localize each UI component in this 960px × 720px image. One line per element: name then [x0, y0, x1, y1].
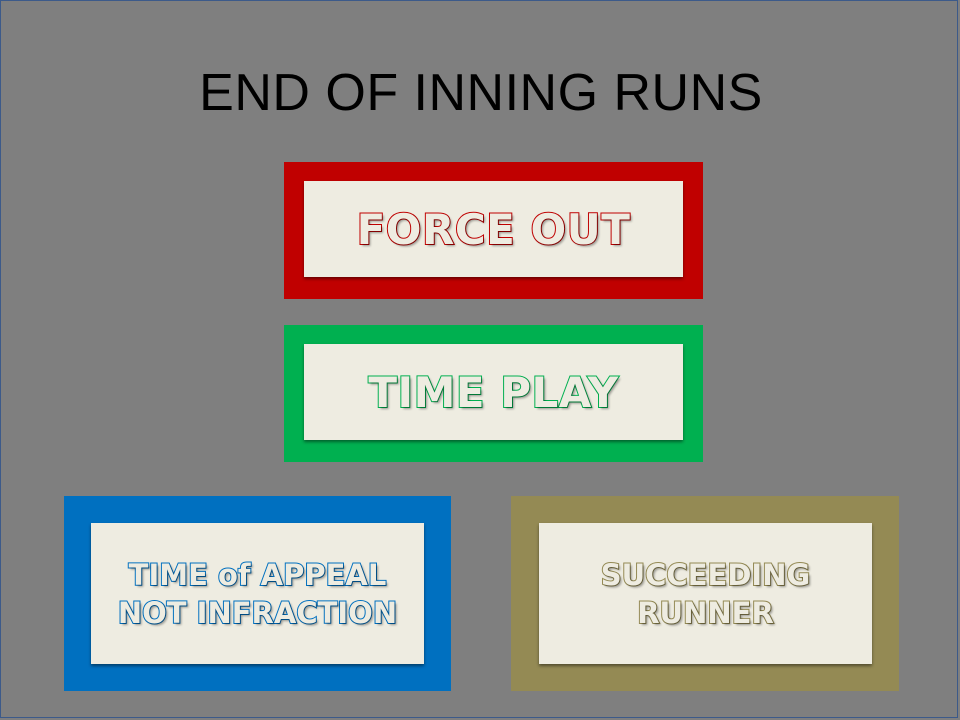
slide-title: END OF INNING RUNS	[199, 64, 763, 122]
succeeding-runner-box-inner: SUCCEEDING RUNNER	[539, 523, 872, 664]
time-of-appeal-label: TIME of APPEAL NOT INFRACTION	[117, 556, 398, 632]
succeeding-runner-line2: RUNNER	[636, 595, 775, 631]
force-out-box: FORCE OUT	[284, 162, 703, 299]
force-out-box-inner: FORCE OUT	[304, 181, 683, 277]
time-of-appeal-line1: TIME of APPEAL	[128, 557, 388, 593]
time-of-appeal-box-inner: TIME of APPEAL NOT INFRACTION	[91, 523, 424, 664]
time-of-appeal-line2: NOT INFRACTION	[117, 595, 398, 631]
time-play-label: TIME PLAY	[367, 367, 619, 418]
succeeding-runner-box: SUCCEEDING RUNNER	[511, 496, 899, 691]
succeeding-runner-line1: SUCCEEDING	[600, 557, 812, 593]
time-play-box-inner: TIME PLAY	[304, 344, 683, 440]
force-out-label: FORCE OUT	[356, 204, 631, 255]
time-of-appeal-box: TIME of APPEAL NOT INFRACTION	[64, 496, 451, 691]
succeeding-runner-label: SUCCEEDING RUNNER	[600, 556, 812, 632]
time-play-box: TIME PLAY	[284, 325, 703, 462]
